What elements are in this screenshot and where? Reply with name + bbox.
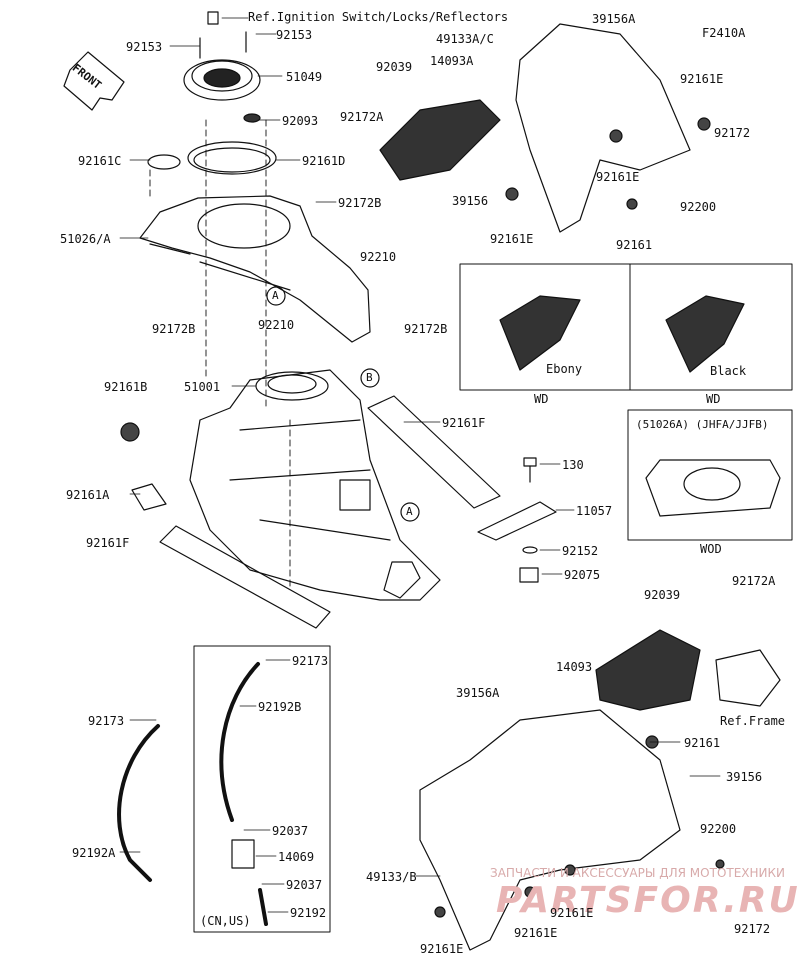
callout-wd-b: WD [706, 392, 721, 406]
callout-92192a: 92192A [72, 846, 116, 860]
callout-39156-top: 39156 [452, 194, 489, 208]
callout-92161f-a: 92161F [442, 416, 486, 430]
callout-39156-bot: 39156 [726, 770, 763, 784]
hose-92192b [219, 662, 260, 822]
callout-51049: 51049 [286, 70, 323, 84]
ref-circle-a-2 [400, 502, 420, 522]
callout-92200-top: 92200 [680, 200, 717, 214]
callout-92161d: 92161D [302, 154, 346, 168]
callout-ebony: Ebony [546, 362, 583, 376]
watermark-brand: PARTSFOR.RU [496, 880, 800, 921]
pad-92161a [131, 483, 167, 511]
callout-14093: 14093 [556, 660, 593, 674]
watermark-brand-left: PARTS [496, 880, 634, 921]
callout-92200-bot: 92200 [700, 822, 737, 836]
callout-92172a-top: 92172A [340, 110, 384, 124]
callout-92037-a: 92037 [272, 824, 309, 838]
fuel-cap [183, 11, 261, 123]
callout-92161e-f: 92161E [420, 942, 464, 956]
watermark-tagline: ЗАПЧАСТИ И АКСЕССУАРЫ ДЛЯ МОТОТЕХНИКИ [490, 866, 786, 880]
ref-letter-a-1: A [272, 289, 279, 302]
callout-92093: 92093 [282, 114, 319, 128]
ref-circle-b-1 [360, 368, 380, 388]
ref-letter-a-2: A [406, 505, 413, 518]
front-arrow-icon [63, 51, 125, 111]
callout-92153-a: 92153 [126, 40, 163, 54]
callout-wod: WOD [700, 542, 722, 556]
hose-92192a [117, 724, 160, 882]
callout-92192b: 92192B [258, 700, 302, 714]
callout-92161e-c: 92161E [490, 232, 534, 246]
callout-92152: 92152 [562, 544, 599, 558]
callout-92172b-c: 92172B [404, 322, 448, 336]
callout-14069: 14069 [278, 850, 315, 864]
callout-cn-us: (CN,US) [200, 914, 251, 928]
callout-92161e-e: 92161E [514, 926, 558, 940]
callout-black: Black [710, 364, 747, 378]
shroud-lower [419, 629, 781, 951]
region-box-cn-us [193, 645, 331, 933]
callout-92161e-a: 92161E [680, 72, 724, 86]
callout-ref-frame: Ref.Frame [720, 714, 786, 728]
callout-92039-top: 92039 [376, 60, 413, 74]
callout-wd-a: WD [534, 392, 549, 406]
callout-92192: 92192 [290, 906, 327, 920]
callout-92172b-b: 92172B [152, 322, 196, 336]
callout-49133ac: 49133A/C [436, 32, 494, 46]
callout-92075: 92075 [564, 568, 601, 582]
variant-box-wod [627, 409, 793, 541]
callout-92172-top: 92172 [714, 126, 751, 140]
callout-92172-bot: 92172 [734, 922, 771, 936]
callout-92172b-a: 92172B [338, 196, 382, 210]
callout-130: 130 [562, 458, 584, 472]
diagram-code: F2410A [702, 26, 746, 40]
grommet-92161b [120, 422, 140, 442]
callout-51026a-box: (51026A) (JHFA/JJFB) [636, 418, 769, 431]
callout-92161f-b: 92161F [86, 536, 130, 550]
callout-51026a: 51026/A [60, 232, 111, 246]
tank-cover [139, 195, 371, 343]
callout-ref-ignition: Ref.Ignition Switch/Locks/Reflectors [248, 10, 509, 24]
shroud-upper [379, 23, 711, 233]
callout-92039-bot: 92039 [644, 588, 681, 602]
callout-92161a: 92161A [66, 488, 110, 502]
callout-92153-b: 92153 [276, 28, 313, 42]
hose-92192 [258, 888, 268, 926]
callout-92037-b: 92037 [286, 878, 323, 892]
watermark-brand-right: FOR [633, 880, 724, 921]
grommet-92161c [147, 154, 181, 170]
filter-14069 [231, 839, 255, 869]
callout-92161-top: 92161 [616, 238, 653, 252]
callout-11057: 11057 [576, 504, 613, 518]
gasket-ring-92161d [187, 141, 277, 175]
callout-92161c: 92161C [78, 154, 122, 168]
callout-92161e-b: 92161E [596, 170, 640, 184]
ref-circle-a-1 [266, 286, 286, 306]
callout-92173-a: 92173 [88, 714, 125, 728]
callout-51001: 51001 [184, 380, 221, 394]
callout-92161b: 92161B [104, 380, 148, 394]
pad-92161f-upper [367, 395, 501, 509]
bracket-11057 [477, 457, 557, 583]
callout-92173-b: 92173 [292, 654, 329, 668]
watermark-brand-tld: .RU [723, 880, 800, 921]
callout-49133b: 49133/B [366, 870, 417, 884]
callout-92172a-bot: 92172A [732, 574, 776, 588]
variant-box-black [629, 263, 793, 391]
callout-92161e-d: 92161E [550, 906, 594, 920]
callout-14093a: 14093A [430, 54, 474, 68]
callout-92210-b: 92210 [258, 318, 295, 332]
callout-39156a-bot: 39156A [456, 686, 500, 700]
callout-92161-bot: 92161 [684, 736, 721, 750]
ref-letter-b-1: B [366, 371, 373, 384]
callout-39156a-top: 39156A [592, 12, 636, 26]
callout-92210-a: 92210 [360, 250, 397, 264]
pad-92161f-lower [159, 525, 331, 629]
